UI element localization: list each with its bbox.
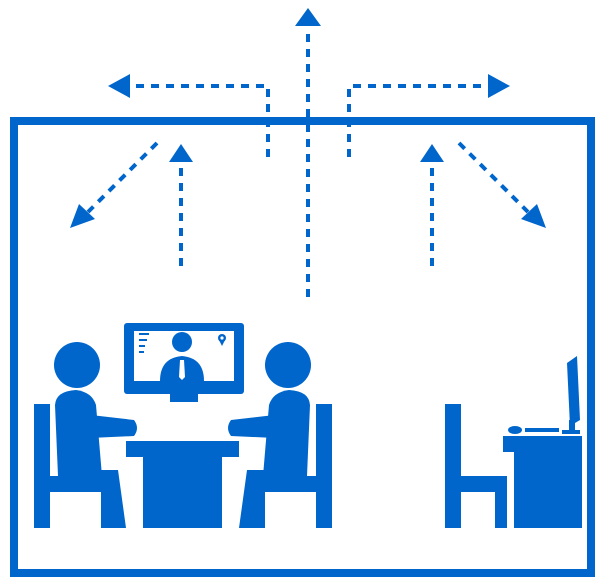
left-diagonal-arrow: [86, 141, 159, 214]
right-diagonal-arrow: [457, 141, 530, 214]
right-up-arrowhead: [420, 144, 444, 162]
left-up-arrowhead: [169, 144, 193, 162]
workstation: [445, 404, 582, 528]
left-diagonal-arrowhead: [70, 204, 95, 228]
right-elbow-arrowhead: [488, 74, 510, 98]
meeting-table: [126, 441, 239, 528]
workstation-desk: [503, 436, 582, 452]
airflow-arrows: [70, 8, 546, 297]
video-conference-screen-icon: [124, 323, 244, 402]
desktop-computer-icon: [508, 356, 580, 434]
person-seated-icon-left: [34, 342, 137, 528]
left-elbow-arrowhead: [108, 74, 130, 98]
person-seated-icon-right: [228, 342, 332, 528]
workstation-chair: [445, 404, 461, 528]
room-outline: [10, 117, 595, 577]
right-diagonal-arrowhead: [521, 204, 546, 228]
center-up-arrowhead: [295, 8, 321, 26]
